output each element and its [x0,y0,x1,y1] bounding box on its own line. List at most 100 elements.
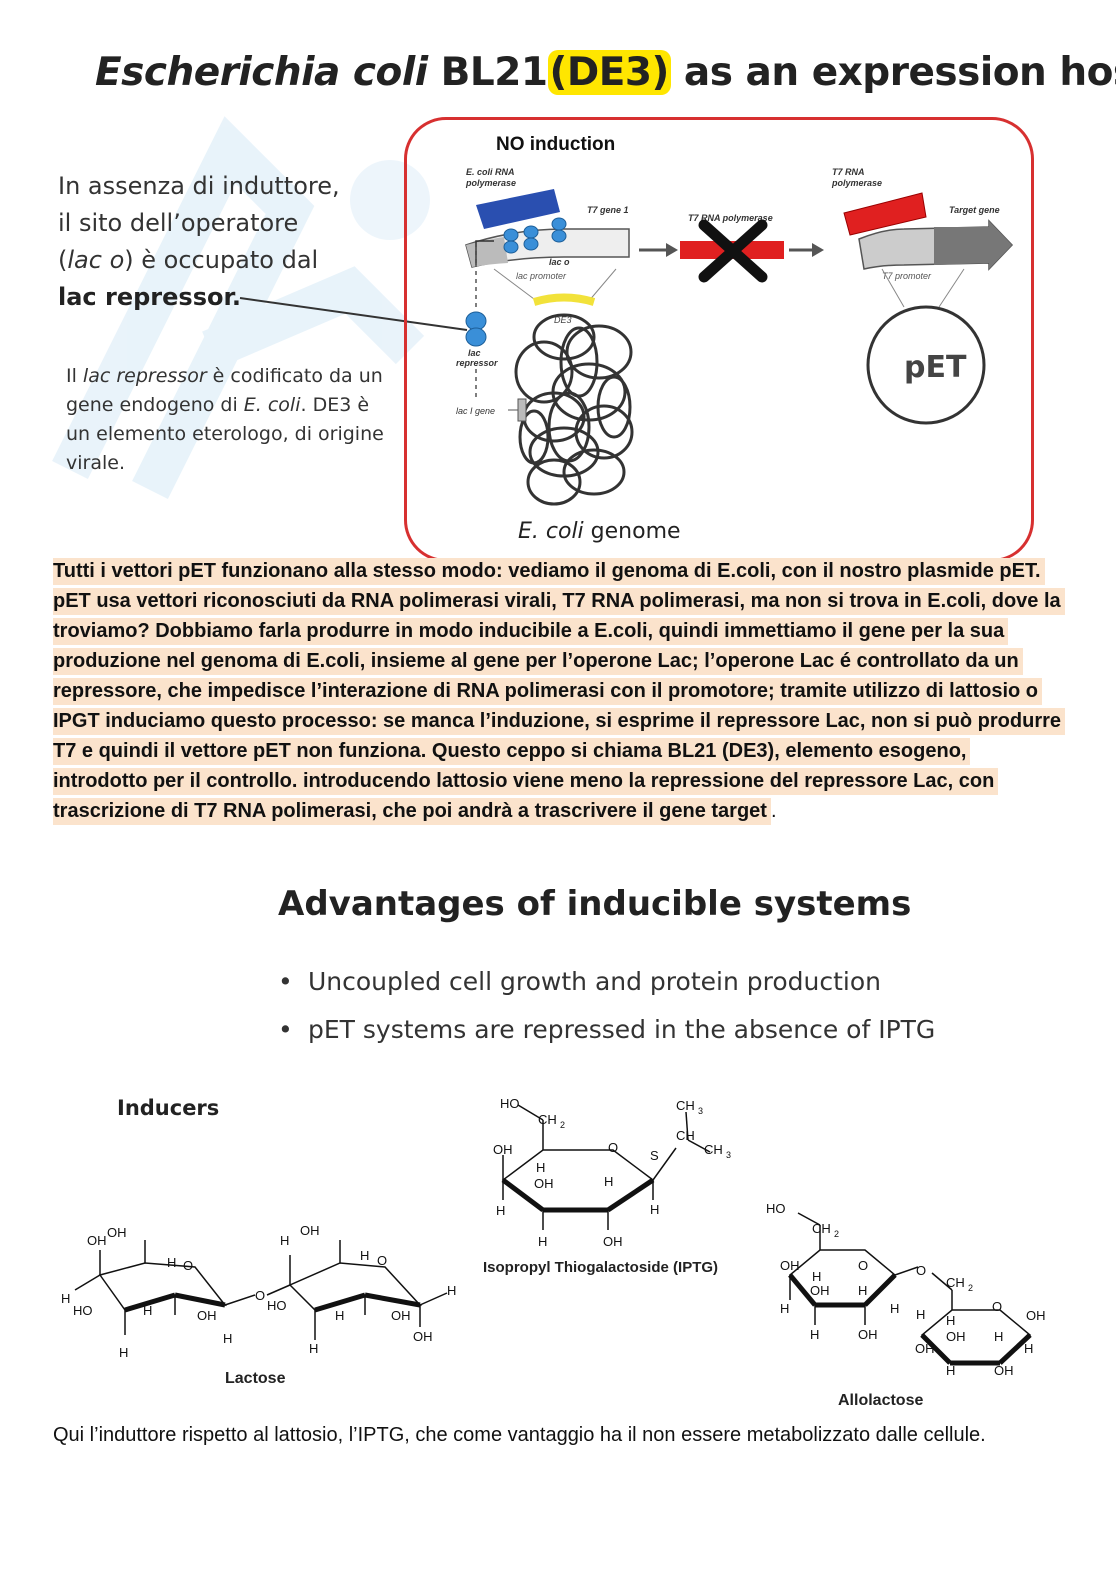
pointer-line [239,297,468,331]
free-repressor [465,311,487,347]
repressor-on-operator [503,217,567,254]
no-induction-label: NO induction [496,134,615,155]
svg-text:O: O [255,1288,265,1303]
ecoli-rnap-label-1: E. coli RNA [466,167,515,177]
t7-rnap-right-label-2: polymerase [831,178,882,188]
svg-text:O: O [183,1258,193,1273]
svg-text:OH: OH [493,1142,513,1157]
svg-text:O: O [377,1253,387,1268]
lac-o-label: lac o [549,257,570,267]
svg-text:CH: CH [676,1128,695,1143]
svg-text:OH: OH [858,1327,878,1342]
advantages-title: Advantages of inducible systems [278,884,912,924]
lac-i-gene-marker [517,398,527,422]
lac-promoter-label: lac promoter [516,271,567,281]
note-paragraph: Tutti i vettori pET funzionano alla stes… [53,556,1066,826]
svg-text:HO: HO [73,1303,93,1318]
svg-text:CH: CH [676,1098,695,1113]
slide-title: Escherichia coli BL21(DE3) as an express… [95,50,1116,95]
svg-text:H: H [447,1283,456,1298]
svg-text:OH: OH [413,1329,433,1344]
de3-band [532,293,596,306]
left-small-note: Il lac repressor è codificato da un gene… [66,365,384,474]
svg-text:H: H [496,1203,505,1218]
advantage-item: •pET systems are repressed in the absenc… [278,1015,936,1044]
svg-text:3: 3 [726,1150,731,1160]
svg-text:H: H [143,1303,152,1318]
svg-text:H: H [167,1255,176,1270]
svg-text:H: H [280,1233,289,1248]
genome-tangle [514,313,634,506]
title-highlight: (DE3) [547,50,671,95]
svg-text:CH: CH [946,1275,965,1290]
svg-text:H: H [309,1341,318,1356]
block-x-icon [698,219,768,283]
target-gene-label: Target gene [949,205,1000,215]
svg-text:H: H [61,1291,70,1306]
lac-repressor-label: lac repressor. [58,283,241,311]
svg-text:H: H [946,1363,955,1378]
svg-text:H: H [1024,1341,1033,1356]
svg-text:2: 2 [968,1283,973,1293]
note-highlight: Tutti i vettori pET funzionano alla stes… [53,558,1066,825]
svg-text:OH: OH [780,1258,800,1273]
svg-text:2: 2 [834,1229,839,1239]
svg-text:OH: OH [87,1233,107,1248]
pet-diagram: NO induction E. coli RNA polymerase T7 g… [456,134,1014,506]
watermark-logo [52,116,430,499]
iptg-label: Isopropyl Thiogalactoside (IPTG) [483,1259,718,1276]
left-explanation: In assenza di induttore, il sito dell’op… [58,168,398,316]
svg-text:OH: OH [915,1341,935,1356]
svg-text:H: H [119,1345,128,1360]
svg-text:O: O [916,1263,926,1278]
svg-text:H: H [223,1331,232,1346]
ecoli-rnap-label-2: polymerase [465,178,516,188]
svg-text:H: H [810,1327,819,1342]
svg-text:H: H [604,1174,613,1189]
svg-text:HO: HO [766,1201,786,1216]
svg-text:O: O [608,1140,618,1155]
svg-text:OH: OH [534,1176,554,1191]
lac-repressor-diagram-label-2: repressor [456,358,498,368]
svg-text:HO: HO [267,1298,287,1313]
svg-text:CH: CH [812,1221,831,1236]
svg-text:H: H [994,1329,1003,1344]
svg-text:H: H [650,1202,659,1217]
svg-text:OH: OH [603,1234,623,1249]
lac-repressor-diagram-label-1: lac [468,348,481,358]
t7-rnap-shape [843,192,927,236]
advantage-item: •Uncoupled cell growth and protein produ… [278,967,881,996]
ecoli-rnap-shape [476,189,560,229]
t7-promoter-label: T7 promoter [882,271,932,281]
svg-text:OH: OH [994,1363,1014,1378]
svg-text:OH: OH [107,1225,127,1240]
advantages-list: •Uncoupled cell growth and protein produ… [278,958,935,1054]
svg-text:O: O [858,1258,868,1273]
genome-label: E. coli genome [518,519,681,544]
de3-label: DE3 [554,315,572,325]
lactose-label: Lactose [225,1370,286,1387]
svg-text:CH: CH [538,1112,557,1127]
pet-plasmid [866,305,986,425]
t7-rnap-mid-label: T7 RNA polymerase [688,213,773,223]
svg-text:S: S [650,1148,659,1163]
svg-text:H: H [335,1308,344,1323]
inducers-label: Inducers [117,1096,220,1120]
caption-paragraph: Qui l’induttore rispetto al lattosio, l’… [53,1424,986,1446]
svg-text:OH: OH [810,1283,830,1298]
svg-text:3: 3 [698,1106,703,1116]
svg-text:H: H [946,1313,955,1328]
svg-text:H: H [536,1160,545,1175]
svg-text:CH: CH [704,1142,723,1157]
svg-text:H: H [360,1248,369,1263]
svg-text:H: H [916,1307,925,1322]
svg-text:H: H [538,1234,547,1249]
pet-label: pET [904,350,967,385]
svg-text:OH: OH [946,1329,966,1344]
svg-text:OH: OH [1026,1308,1046,1323]
svg-text:H: H [780,1301,789,1316]
t7-gene1-label: T7 gene 1 [587,205,629,215]
